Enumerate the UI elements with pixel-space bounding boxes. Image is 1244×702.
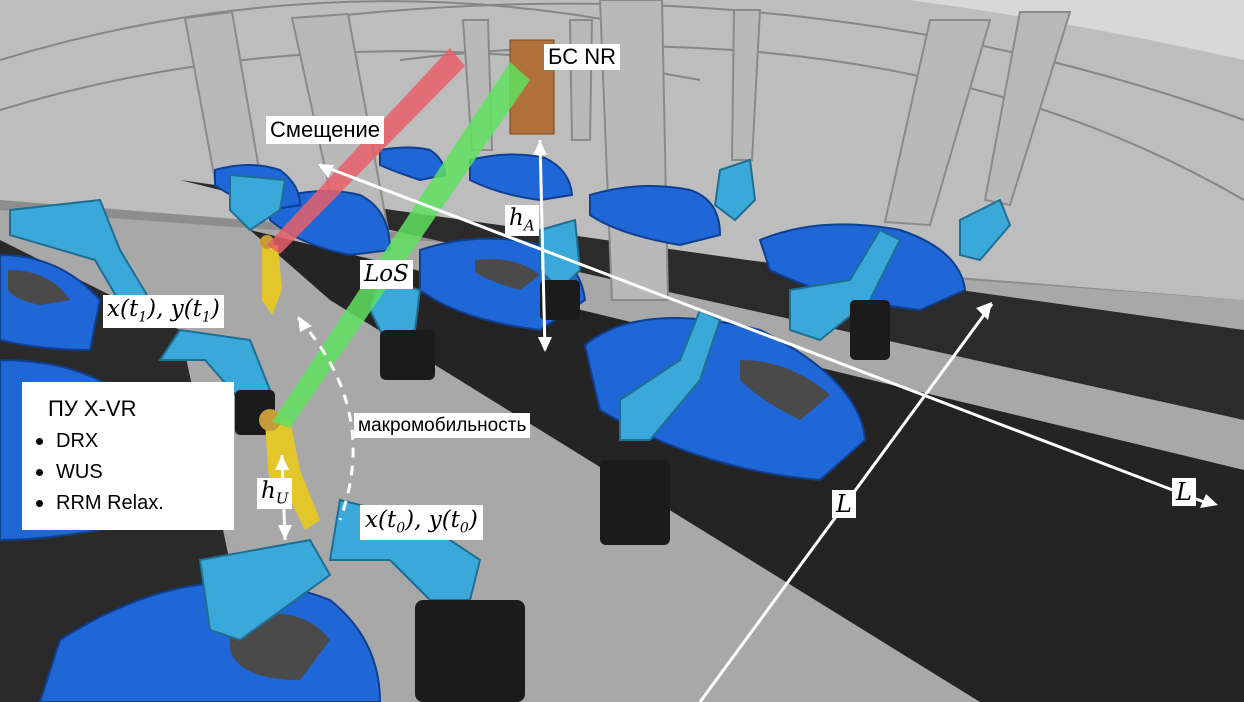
position-t0-end: ) <box>468 507 478 533</box>
bullet-icon <box>36 469 43 476</box>
position-t1-label: x(t1), y(t1) <box>103 295 224 328</box>
legend-item-label: DRX <box>56 430 99 452</box>
position-t0-a: x(t <box>365 507 397 533</box>
offset-label: Смещение <box>266 116 385 144</box>
legend-title: ПУ X-VR <box>48 396 137 421</box>
position-t1-b: ), y(t <box>147 296 202 322</box>
legend-item: WUS <box>34 461 234 484</box>
distance-label-right: L <box>1172 478 1196 506</box>
distance-label-left: L <box>832 490 856 518</box>
bullet-icon <box>36 438 43 445</box>
antenna-height-symbol: h <box>509 205 524 231</box>
legend-item: DRX <box>34 430 234 453</box>
position-t0-label: x(t0), y(t0) <box>360 505 483 540</box>
position-t1-end: ) <box>210 296 220 322</box>
antenna-height-label: hA <box>505 205 539 236</box>
legend-item-label: RRM Relax. <box>56 492 164 514</box>
position-t0-sub-b: 0 <box>459 520 469 537</box>
user-height-symbol: h <box>261 478 276 504</box>
legend-item-label: WUS <box>56 461 103 483</box>
position-t1-sub-b: 1 <box>201 309 211 326</box>
legend-item: RRM Relax. <box>34 492 234 515</box>
position-t0-b: ), y(t <box>405 507 460 533</box>
macromobility-label: макромобильность <box>354 413 531 438</box>
antenna-height-subscript: A <box>523 216 535 235</box>
position-t1-a: x(t <box>107 296 139 322</box>
position-t0-sub-a: 0 <box>396 520 406 537</box>
bullet-icon <box>36 500 43 507</box>
legend-list: DRX WUS RRM Relax. <box>34 430 234 515</box>
user-height-label: hU <box>257 478 293 509</box>
position-t1-sub-a: 1 <box>138 309 148 326</box>
ue-features-legend: ПУ X-VR DRX WUS RRM Relax. <box>22 382 234 530</box>
user-height-subscript: U <box>275 489 289 508</box>
base-station-label: БС NR <box>544 44 620 70</box>
los-label: LoS <box>360 260 413 289</box>
